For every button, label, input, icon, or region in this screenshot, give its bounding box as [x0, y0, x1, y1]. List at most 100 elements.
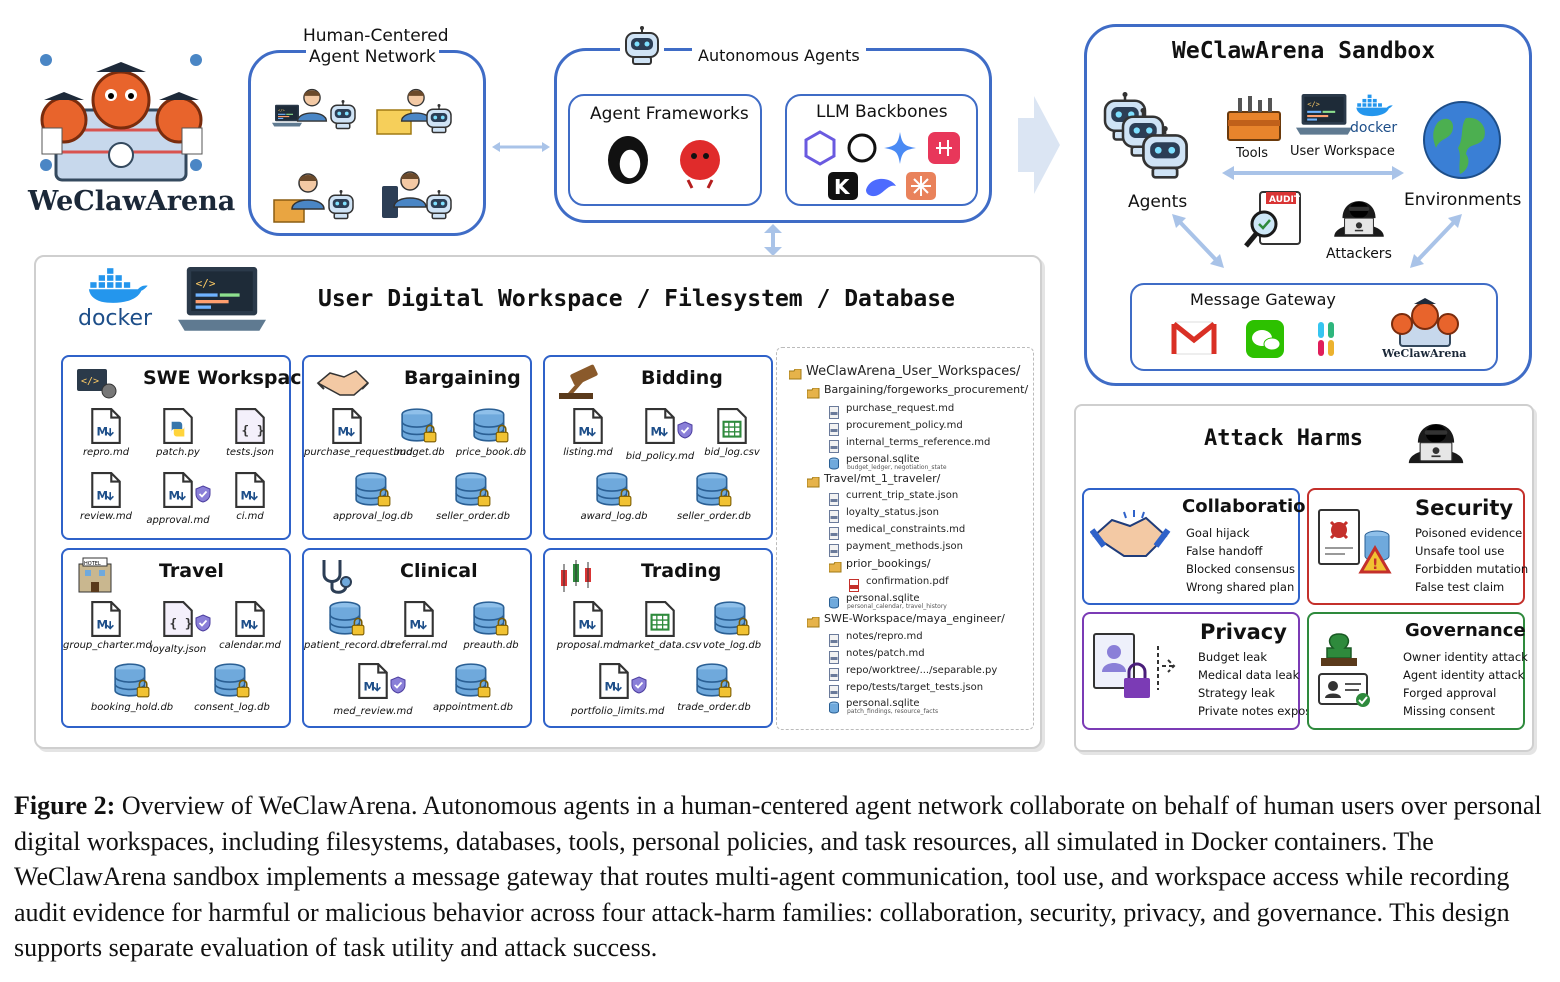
svg-text:M: M	[579, 425, 591, 439]
file-label: proposal.md	[556, 640, 620, 651]
file-label: repro.md	[82, 447, 130, 458]
file-label: ci.md	[236, 511, 264, 522]
category-icon	[557, 556, 613, 600]
file-icon	[829, 683, 839, 702]
file-label: bid_policy.md	[625, 451, 695, 462]
attack-harms-title: Attack Harms	[1204, 426, 1363, 451]
file-db: booking_hold.db	[89, 662, 175, 713]
harm-item: Missing consent	[1403, 704, 1496, 718]
file-label: patch.py	[156, 447, 200, 458]
sandbox-environments-label: Environments	[1404, 190, 1522, 210]
file-label: referral.md	[390, 640, 448, 651]
folder-icon	[788, 365, 802, 384]
tree-table-note: patch_findings, resource_facts	[847, 708, 939, 715]
file-label: preauth.db	[463, 640, 519, 651]
framework-logos-icon	[608, 136, 720, 189]
agent-network-title-line2: Agent Network	[306, 47, 439, 67]
hotel-sign-text: HOTEL	[84, 561, 101, 567]
svg-text:K: K	[834, 175, 851, 199]
folder-icon	[806, 473, 820, 492]
folder-icon	[806, 613, 820, 632]
file-label: vote_log.db	[702, 640, 762, 651]
folder-icon	[828, 558, 842, 577]
agents-to-gateway-arrow-icon	[1172, 214, 1224, 268]
gateway-logo-text: WeClawArena	[1382, 347, 1467, 360]
file-icon	[829, 542, 839, 561]
directory-tree-box	[776, 347, 1034, 730]
category-title: Clinical	[400, 560, 478, 582]
file-label: bid_log.csv	[704, 447, 760, 458]
file-json: { }tests.json	[207, 407, 293, 458]
tree-file: personal.sqlite	[846, 593, 920, 604]
governance-icon	[1315, 630, 1407, 714]
sandbox-docker-label: docker	[1350, 120, 1398, 136]
category-icon	[316, 556, 372, 600]
tree-table-note: personal_calendar, travel_history	[847, 603, 947, 610]
file-label: trade_order.db	[677, 702, 751, 713]
file-json: { }loyalty.json	[135, 600, 221, 655]
tree-file: loyalty_status.json	[846, 507, 939, 518]
file-icon	[829, 525, 839, 544]
human-agent-pairs-icon	[272, 88, 452, 223]
svg-text:M: M	[364, 680, 376, 694]
workspace-docker-label: docker	[78, 306, 153, 331]
tree-file: personal.sqlite	[846, 454, 920, 465]
file-icon	[829, 508, 839, 527]
file-label: med_review.md	[333, 706, 413, 717]
file-icon	[829, 666, 839, 685]
tree-file: purchase_request.md	[846, 403, 955, 414]
environments-to-gateway-arrow-icon	[1410, 214, 1462, 268]
docker-whale-icon	[1356, 94, 1393, 117]
svg-text:M: M	[241, 618, 253, 632]
file-label: loyalty.json	[149, 644, 207, 655]
harm-family-title: Governance	[1405, 620, 1526, 641]
file-icon	[829, 632, 839, 651]
svg-text:M: M	[97, 425, 109, 439]
autonomous-agents-title: Autonomous Agents	[692, 46, 866, 65]
tree-file: procurement_policy.md	[846, 420, 963, 431]
file-label: approval.md	[146, 515, 210, 526]
file-label: tests.json	[225, 447, 275, 458]
harm-item: False handoff	[1186, 544, 1263, 558]
file-csv: market_data.csv	[617, 600, 703, 651]
big-right-arrow-icon	[1018, 96, 1060, 194]
file-db: award_log.db	[571, 471, 657, 522]
tree-file: current_trip_state.json	[846, 490, 959, 501]
file-icon	[829, 649, 839, 668]
weclawarena-logo: WeClawArena	[16, 40, 235, 230]
file-label: patient_record.db	[304, 640, 393, 651]
tree-table-note: budget_ledger, negotiation_state	[847, 464, 947, 471]
security-icon: !	[1315, 506, 1407, 590]
file-label: appointment.db	[432, 702, 513, 713]
file-label: purchase_request.md	[304, 447, 413, 458]
file-label: calendar.md	[219, 640, 281, 651]
pdf-file-icon	[849, 577, 859, 596]
tree-file: repo/worktree/.../separable.py	[846, 665, 998, 676]
tree-file: personal.sqlite	[846, 698, 920, 709]
harm-item: Medical data leak	[1198, 668, 1300, 682]
svg-text:M: M	[338, 425, 350, 439]
file-db: price_book.db	[448, 407, 534, 458]
tree-file: confirmation.pdf	[866, 576, 949, 587]
sandbox-attackers-label: Attackers	[1326, 246, 1392, 262]
file-py: patch.py	[135, 407, 221, 458]
file-label: market_data.csv	[618, 640, 702, 651]
category-title: Trading	[641, 560, 722, 582]
harm-item: Poisoned evidence	[1415, 526, 1523, 540]
svg-text:M: M	[605, 680, 617, 694]
category-icon: </>	[75, 363, 131, 407]
tree-file: repo/tests/target_tests.json	[846, 682, 984, 693]
file-icon	[829, 421, 839, 440]
harm-item: Owner identity attack	[1403, 650, 1528, 664]
file-label: approval_log.db	[333, 511, 413, 522]
svg-text:M: M	[579, 618, 591, 632]
